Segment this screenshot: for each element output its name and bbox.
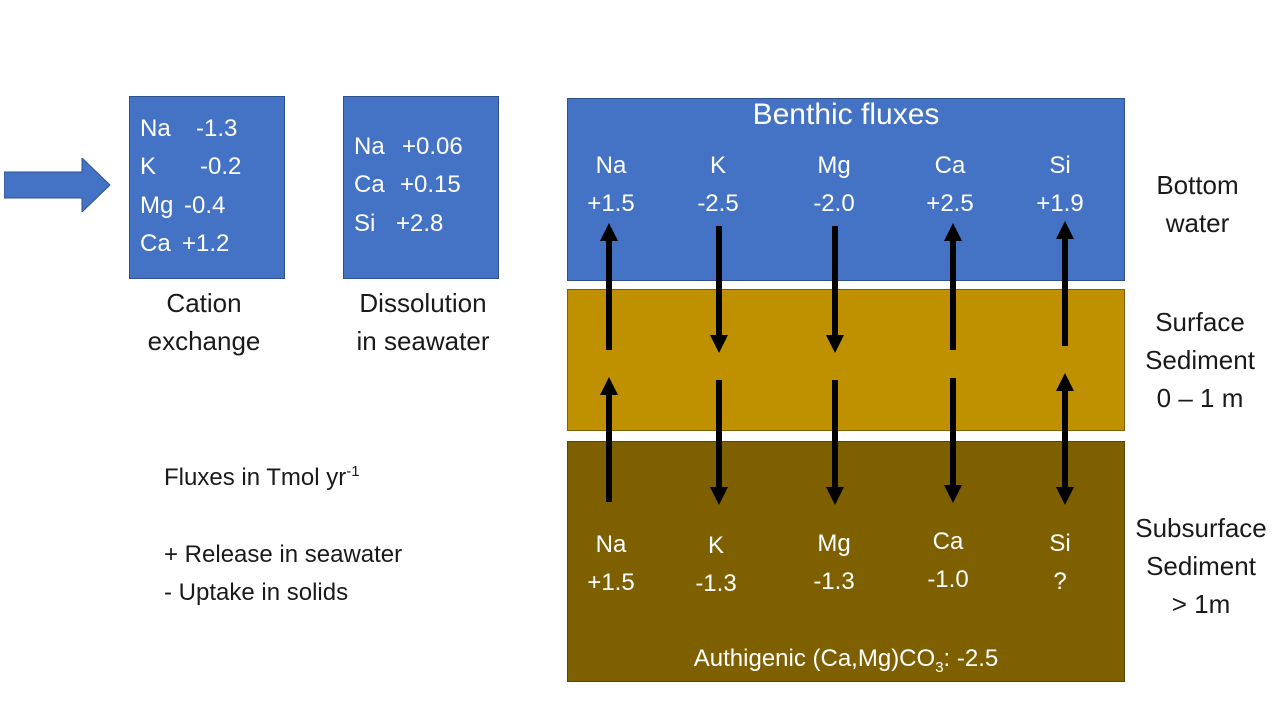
- side-label-line: 0 – 1 m: [1156, 383, 1244, 413]
- subsurface-col-si: Si ?: [1015, 525, 1105, 601]
- benthic-col-mg: Mg -2.0: [789, 147, 879, 223]
- element-label: Na: [140, 115, 171, 142]
- flux-value: -1.0: [927, 566, 969, 593]
- element-label: K: [709, 152, 726, 179]
- element-label: Na: [595, 152, 627, 179]
- authigenic-suffix: : -2.5: [943, 645, 999, 672]
- flux-value: +0.06: [402, 133, 463, 160]
- bottom-water-label: Bottom water: [1130, 166, 1265, 242]
- bottom-water-layer: Benthic fluxes: [567, 98, 1125, 281]
- cation-exchange-box: Na -1.3 K -0.2 Mg -0.4 Ca +1.2: [129, 96, 285, 279]
- benthic-fluxes-title: Benthic fluxes: [752, 98, 940, 131]
- caption-line: Cation: [166, 288, 242, 318]
- flux-value: +2.5: [926, 190, 974, 217]
- side-label-line: Sediment: [1145, 345, 1255, 375]
- element-label: Mg: [817, 530, 851, 557]
- flux-value: -1.3: [695, 570, 737, 597]
- element-label: Na: [354, 133, 385, 160]
- flux-value: +1.5: [587, 190, 635, 217]
- flux-value: -1.3: [196, 115, 238, 142]
- caption-line: in seawater: [356, 326, 490, 356]
- benthic-col-si: Si +1.9: [1015, 147, 1105, 223]
- element-label: Mg: [140, 192, 174, 219]
- side-label-line: Subsurface: [1135, 513, 1267, 543]
- caption-line: Dissolution: [359, 288, 487, 318]
- units-note: Fluxes in Tmol yr-1: [164, 463, 360, 492]
- authigenic-prefix: Authigenic (Ca,Mg)CO: [693, 645, 936, 672]
- element-label: Mg: [817, 152, 851, 179]
- authigenic-label: Authigenic (Ca,Mg)CO3: -2.5: [567, 640, 1125, 687]
- benthic-col-k: K -2.5: [673, 147, 763, 223]
- units-text: Fluxes in Tmol yr: [164, 464, 347, 491]
- dissolution-box: Na +0.06 Ca +0.15 Si +2.8: [343, 96, 499, 279]
- flux-value: +1.9: [1036, 190, 1084, 217]
- surface-sediment-label: Surface Sediment 0 – 1 m: [1130, 303, 1270, 417]
- element-label: Ca: [932, 528, 964, 555]
- authigenic-subscript: 3: [935, 658, 944, 676]
- subsurface-sediment-label: Subsurface Sediment > 1m: [1128, 509, 1274, 623]
- element-label: K: [140, 153, 157, 180]
- units-superscript: -1: [346, 463, 360, 480]
- subsurface-sediment-layer: [567, 441, 1125, 682]
- flux-value: ?: [1053, 568, 1067, 595]
- flux-value: +0.15: [400, 171, 461, 198]
- side-label-line: Sediment: [1146, 551, 1256, 581]
- benthic-col-ca: Ca +2.5: [905, 147, 995, 223]
- flux-value: -2.5: [697, 190, 739, 217]
- subsurface-col-mg: Mg -1.3: [789, 525, 879, 601]
- element-label: Ca: [354, 171, 385, 198]
- flux-value: -0.2: [200, 153, 242, 180]
- flux-value: -2.0: [813, 190, 855, 217]
- flux-value: +1.2: [182, 230, 230, 257]
- element-label: K: [707, 532, 724, 559]
- subsurface-col-k: K -1.3: [671, 527, 761, 603]
- element-label: Ca: [140, 230, 171, 257]
- element-label: Ca: [934, 152, 966, 179]
- cation-exchange-caption: Cation exchange: [129, 284, 279, 360]
- flux-value: +1.5: [587, 569, 635, 596]
- flux-value: -0.4: [184, 192, 226, 219]
- element-label: Si: [1049, 530, 1071, 557]
- caption-line: exchange: [147, 326, 261, 356]
- side-label-line: Bottom: [1156, 170, 1239, 200]
- flux-value: +2.8: [396, 210, 444, 237]
- subsurface-col-ca: Ca -1.0: [903, 523, 993, 599]
- element-label: Si: [354, 210, 376, 237]
- release-note: + Release in seawater: [164, 541, 403, 568]
- side-label-line: > 1m: [1171, 589, 1231, 619]
- subsurface-col-na: Na +1.5: [566, 526, 656, 602]
- flux-value: -1.3: [813, 568, 855, 595]
- dissolution-caption: Dissolution in seawater: [343, 284, 503, 360]
- input-flux-arrow-icon: [4, 158, 111, 212]
- uptake-note: - Uptake in solids: [164, 579, 349, 606]
- element-label: Na: [595, 531, 627, 558]
- surface-sediment-layer: [567, 289, 1125, 431]
- element-label: Si: [1049, 152, 1071, 179]
- benthic-col-na: Na +1.5: [566, 147, 656, 223]
- side-label-line: water: [1165, 208, 1230, 238]
- side-label-line: Surface: [1155, 307, 1245, 337]
